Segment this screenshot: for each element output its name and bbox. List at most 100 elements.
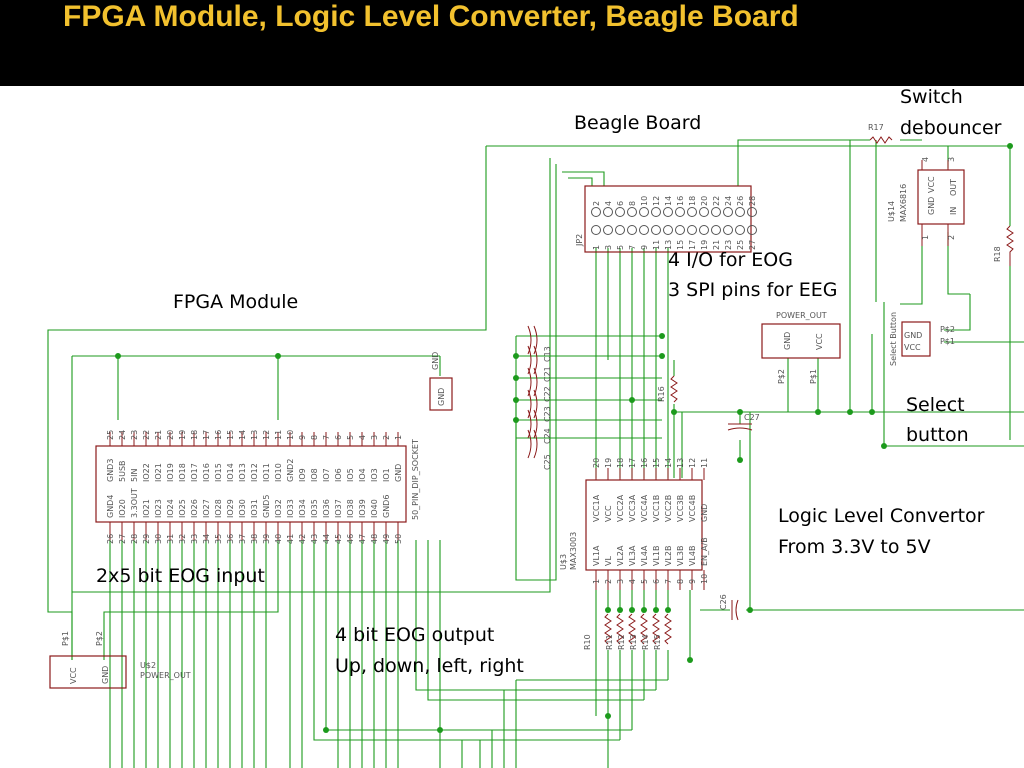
header-pin-number: 20 [700, 196, 709, 206]
fpga-pin-name: 5USB [118, 460, 127, 482]
svg-text:GND: GND [927, 197, 936, 215]
fpga-pin-name: IO10 [274, 463, 283, 482]
header-pin-number: 25 [736, 240, 745, 250]
svg-text:U$3: U$3 [559, 554, 568, 570]
eog-output-label-line1: 4 bit EOG output [335, 624, 495, 646]
fpga-pin-number: 8 [310, 435, 319, 440]
converter-pin-number: 3 [616, 579, 625, 584]
svg-text:POWER_OUT: POWER_OUT [140, 671, 191, 680]
header-pin-number: 22 [712, 196, 721, 206]
converter-pin-number: 12 [688, 458, 697, 468]
logic-level-label-line2: From 3.3V to 5V [778, 536, 931, 558]
fpga-pin-name: IO18 [178, 463, 187, 482]
fpga-pin-name: IO7 [322, 468, 331, 482]
slide-title: FPGA Module, Logic Level Converter, Beag… [63, 0, 799, 33]
fpga-pin-name: IO36 [322, 499, 331, 518]
header-pin-number: 16 [676, 196, 685, 206]
svg-text:2: 2 [947, 235, 956, 240]
converter-pin-number: 2 [604, 579, 613, 584]
svg-text:P$2: P$2 [940, 325, 955, 334]
svg-text:VCC: VCC [927, 176, 936, 193]
header-pad-bottom [747, 225, 757, 235]
fpga-pin-number: 46 [346, 534, 355, 544]
header-pin-number: 5 [616, 245, 625, 250]
converter-pin-name: VL1B [652, 545, 661, 566]
header-pad-top [687, 207, 697, 217]
header-pin-number: 24 [724, 196, 733, 206]
header-pad-top [735, 207, 745, 217]
fpga-pin-number: 2 [382, 435, 391, 440]
converter-pin-name: VCC2B [664, 495, 673, 522]
svg-text:GND: GND [101, 666, 110, 684]
header-pad-bottom [651, 225, 661, 235]
converter-pin-number: 15 [652, 458, 661, 468]
fpga-pin-number: 50 [394, 534, 403, 544]
fpga-pin-name: IO35 [310, 499, 319, 518]
fpga-pin-name: IO33 [286, 499, 295, 518]
header-pad-top [675, 207, 685, 217]
header-pin-number: 27 [748, 240, 757, 250]
beagle-board-label: Beagle Board [574, 112, 702, 134]
fpga-pin-number: 19 [178, 430, 187, 440]
fpga-pin-name: IO20 [118, 499, 127, 518]
header-pad-bottom [723, 225, 733, 235]
fpga-pin-name: IO25 [178, 499, 187, 518]
fpga-pin-name: IO24 [166, 499, 175, 518]
select-button-label-line1: Select [906, 394, 965, 416]
svg-text:IN: IN [949, 207, 958, 215]
svg-text:P$1: P$1 [940, 337, 955, 346]
fpga-pin-name: IO12 [250, 463, 259, 482]
fpga-pin-number: 36 [226, 534, 235, 544]
fpga-pin-name: IO6 [334, 468, 343, 482]
header-pad-bottom [591, 225, 601, 235]
fpga-pin-name: IO23 [154, 499, 163, 518]
fpga-pin-name: IO1 [382, 468, 391, 482]
logic-level-converter-max3003: U$3 MAX3003 20VCC1A19VCC18VCC2A17VCC3A16… [559, 458, 709, 590]
spi-eeg-label: 3 SPI pins for EEG [668, 279, 838, 301]
resistor-r17: R17 [868, 123, 893, 144]
fpga-pin-number: 25 [106, 430, 115, 440]
fpga-pin-number: 15 [226, 430, 235, 440]
fpga-pin-number: 34 [202, 534, 211, 544]
switch-debouncer-label-line1: Switch [900, 86, 963, 108]
switch-debouncer-max6816: U$14 MAX6816 GND VCC IN OUT 4 3 1 2 [887, 157, 965, 246]
fpga-pin-number: 29 [142, 534, 151, 544]
header-pad-top [663, 207, 673, 217]
svg-text:GND: GND [783, 332, 792, 350]
fpga-pin-name: IO28 [214, 499, 223, 518]
header-pad-top [615, 207, 625, 217]
select-button-label-line2: button [906, 424, 969, 446]
converter-pin-number: 10 [700, 574, 709, 584]
junction-dots [115, 143, 1013, 733]
converter-pin-name: VL2A [616, 545, 625, 566]
converter-pin-name: VCC4A [640, 494, 649, 522]
switch-debouncer-label-line2: debouncer [900, 117, 1002, 139]
header-pin-number: 15 [676, 240, 685, 250]
fpga-pin-number: 27 [118, 534, 127, 544]
capacitor-c26: C26 [719, 594, 739, 621]
header-pin-number: 14 [664, 196, 673, 206]
header-pad-bottom [615, 225, 625, 235]
fpga-pin-number: 20 [166, 430, 175, 440]
fpga-pin-number: 47 [358, 534, 367, 544]
fpga-pin-number: 3 [370, 435, 379, 440]
fpga-pin-number: 35 [214, 534, 223, 544]
fpga-pin-number: 13 [250, 430, 259, 440]
svg-text:C23: C23 [543, 406, 552, 422]
fpga-pin-name: IO3 [370, 468, 379, 482]
fpga-pin-name: IO17 [190, 463, 199, 482]
header-pin-number: 4 [604, 201, 613, 206]
svg-text:VCC: VCC [815, 333, 824, 350]
converter-pin-number: 14 [664, 458, 673, 468]
converter-pin-name: VCC3B [676, 495, 685, 522]
header-pad-bottom [603, 225, 613, 235]
header-pad-top [639, 207, 649, 217]
fpga-pin-name: IO11 [262, 463, 271, 482]
fpga-pin-name: IO31 [250, 499, 259, 518]
svg-text:R10: R10 [583, 634, 592, 650]
fpga-pin-number: 7 [322, 435, 331, 440]
svg-text:U$2: U$2 [140, 661, 156, 670]
converter-pin-name: VL2B [664, 545, 673, 566]
fpga-pin-name: IO21 [154, 463, 163, 482]
schematic-diagram: .w { stroke:#1c9a1c; stroke-width:1.1; f… [47, 123, 1024, 768]
